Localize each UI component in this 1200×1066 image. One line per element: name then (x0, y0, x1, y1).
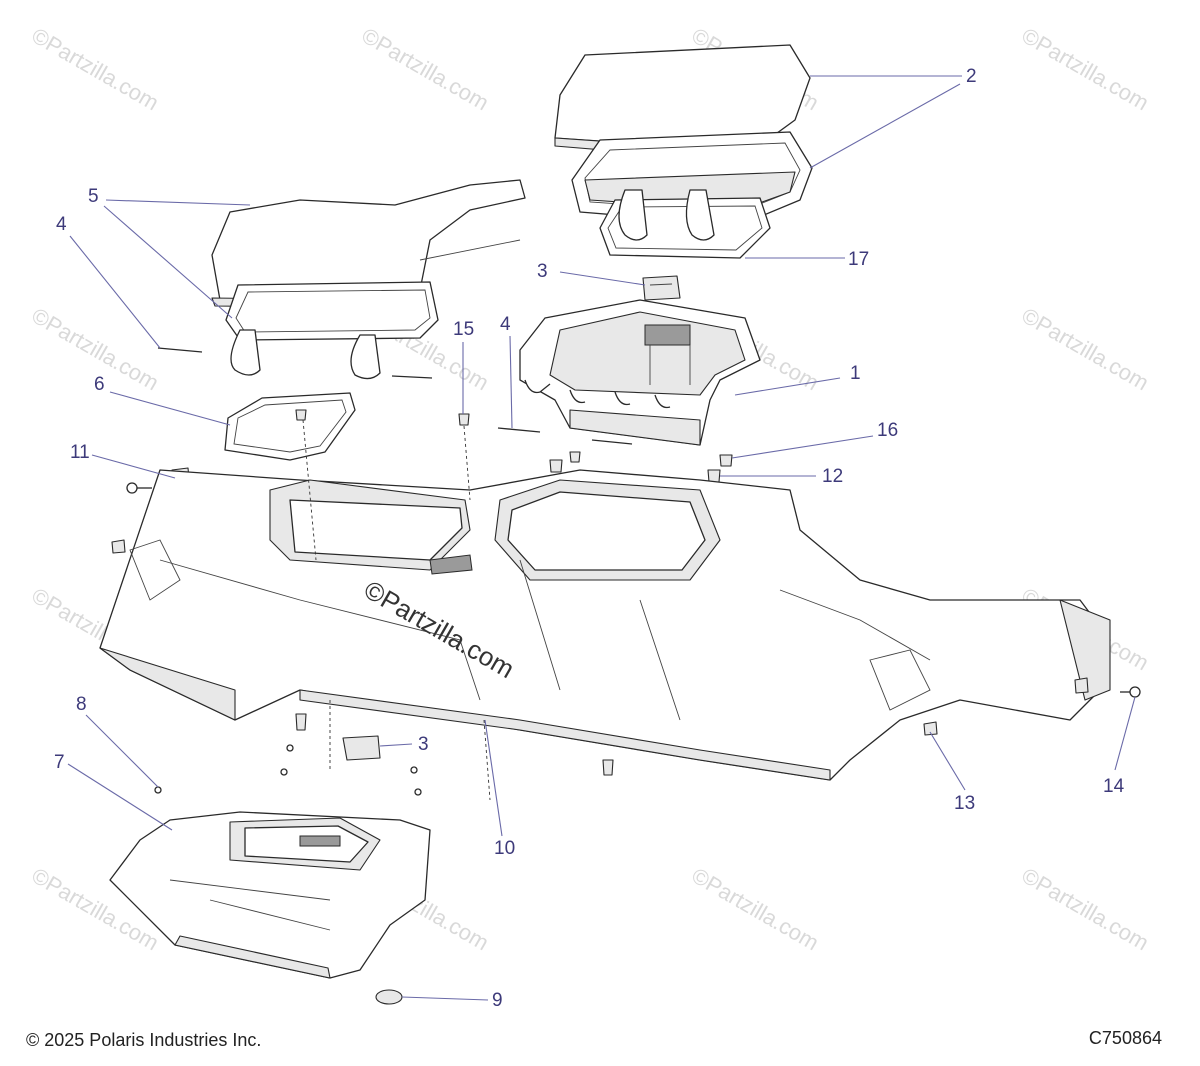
part-1-storage-bin (519, 299, 761, 446)
part-5-lid-left (211, 179, 526, 380)
callout-1: 1 (850, 363, 861, 384)
callout-8: 8 (76, 694, 87, 715)
callout-5: 5 (88, 186, 99, 207)
copyright-text: © 2025 Polaris Industries Inc. (26, 1030, 262, 1050)
callouts: 1 2 3 3 4 4 5 6 7 8 9 10 11 12 13 14 15 … (54, 66, 1125, 1011)
callout-12: 12 (822, 466, 843, 487)
part-3-clip-upper (642, 275, 681, 301)
callout-4-center: 4 (500, 314, 511, 335)
part-17-seal (599, 189, 771, 259)
part-9-plug (375, 989, 403, 1005)
callout-16: 16 (877, 420, 898, 441)
callout-4-left: 4 (56, 214, 67, 235)
alignment-lines (302, 419, 491, 801)
callout-13: 13 (954, 793, 975, 814)
leader-lines (67, 75, 1136, 1001)
callout-10: 10 (494, 838, 515, 859)
watermark: ©Partzilla.com (28, 23, 164, 116)
part-4-pins (157, 347, 633, 445)
watermark: ©Partzilla.com (1018, 303, 1154, 396)
callout-15: 15 (453, 319, 474, 340)
part-10-console-body (99, 469, 1111, 781)
part-6-seal (224, 392, 356, 461)
callout-7: 7 (54, 752, 65, 773)
lower-fasteners (154, 677, 1141, 796)
watermark: ©Partzilla.com (1018, 23, 1154, 116)
callout-2: 2 (966, 66, 977, 87)
callout-3-upper: 3 (537, 261, 548, 282)
part-2-lid-right (554, 44, 813, 226)
callout-14: 14 (1103, 776, 1125, 797)
callout-17: 17 (848, 249, 869, 270)
callout-11: 11 (70, 442, 90, 463)
callout-3-lower: 3 (418, 734, 429, 755)
callout-6: 6 (94, 374, 105, 395)
diagram-code: C750864 (1088, 1028, 1162, 1048)
callout-9: 9 (492, 990, 503, 1011)
watermark: ©Partzilla.com (1018, 863, 1154, 956)
watermark: ©Partzilla.com (688, 863, 824, 956)
part-7-lower-bin (109, 811, 431, 979)
watermark: ©Partzilla.com (358, 23, 494, 116)
